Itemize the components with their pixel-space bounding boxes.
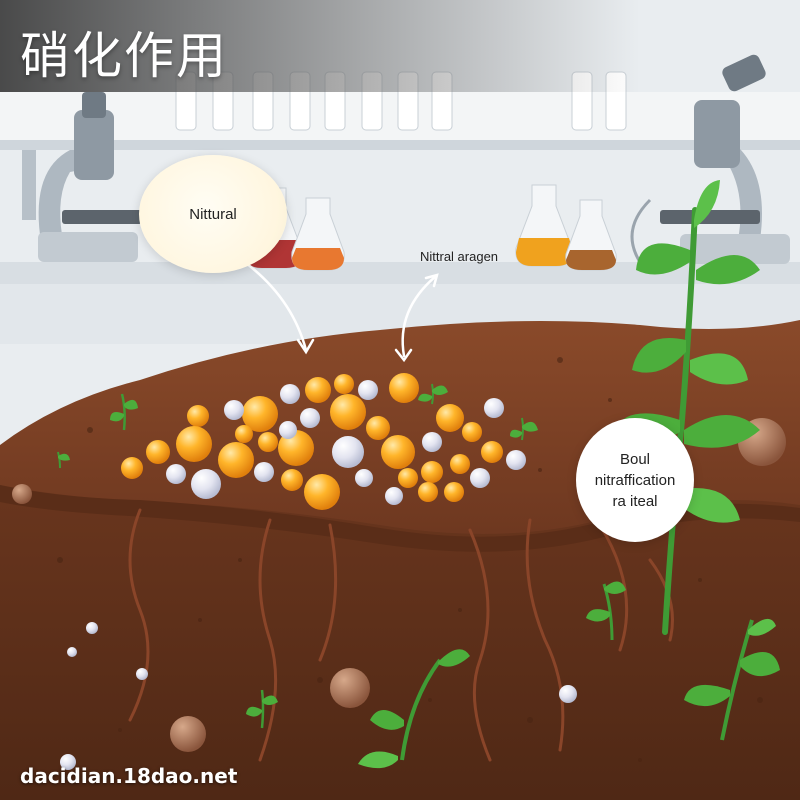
label-bubble-right: Boul nitraffication ra iteal [576, 418, 694, 542]
label-bubble-right-line-1: Boul [619, 450, 651, 468]
seedlings [57, 383, 780, 769]
microscope-left [22, 92, 142, 262]
page-title: 硝化作用 [20, 27, 228, 85]
label-bubble-top-left-text: Nittural [189, 205, 237, 223]
title-banner [0, 0, 800, 92]
label-callout-center: Nittral aragen [420, 249, 499, 264]
nitrogen-pellets [60, 373, 577, 770]
tall-plant [610, 180, 760, 635]
label-bubble-right-line-2: nitraffication [594, 471, 676, 489]
label-bubble-top-left: Nittural [139, 155, 287, 273]
soil-mound-shadow [0, 485, 800, 552]
label-bubble-right-line-3: ra iteal [612, 492, 658, 510]
watermark: dacidian.18dao.net [20, 764, 238, 788]
rocks [12, 418, 786, 752]
soil-deep [0, 477, 800, 800]
